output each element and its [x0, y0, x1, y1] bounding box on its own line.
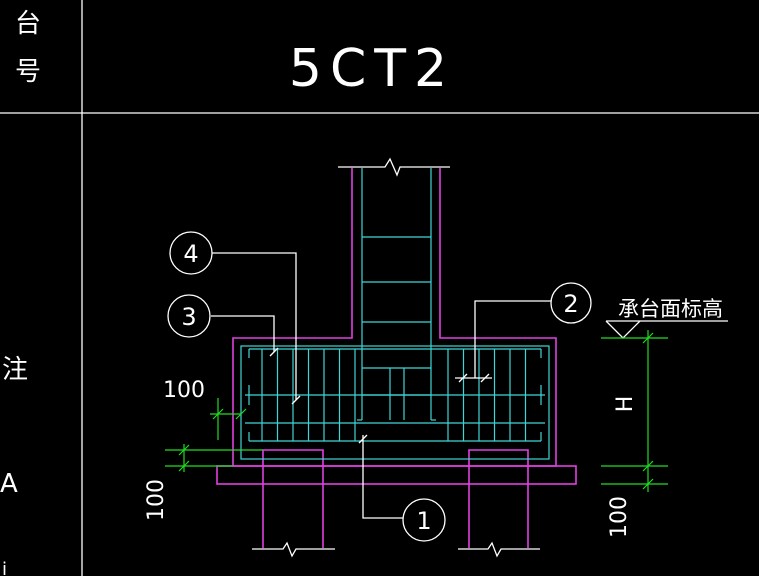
callout-4: 4: [169, 231, 213, 275]
left-char-2: 号: [15, 57, 41, 87]
elevation-label: 承台面标高: [618, 297, 723, 321]
callout-3-label: 3: [181, 303, 196, 331]
dimension-cover-100: 100: [163, 378, 205, 403]
callout-2: 2: [550, 282, 592, 324]
elevation-mark: 承台面标高: [605, 297, 728, 339]
drawing-title: 5CT2: [289, 39, 455, 99]
callout-3: 3: [167, 294, 211, 338]
left-fragment-3: i: [2, 559, 7, 576]
height-symbol: H: [613, 396, 638, 413]
column-break-top: [338, 157, 450, 177]
left-fragment-1: 注: [2, 355, 28, 385]
left-char-1: 台: [15, 9, 41, 39]
dimension-right-100: 100: [607, 496, 632, 538]
callout-2-label: 2: [563, 290, 578, 318]
pile-breaks: [252, 541, 540, 558]
leaders: [211, 252, 551, 519]
callout-1-label: 1: [416, 507, 431, 535]
dimension-lines: [165, 330, 668, 492]
left-fragment-2: A: [0, 469, 18, 499]
cap-outline: [216, 168, 577, 548]
column-rebar: [357, 168, 436, 421]
cap-rebar: [240, 345, 550, 460]
callout-4-label: 4: [183, 240, 198, 268]
callout-1: 1: [402, 498, 446, 542]
dimension-left-100: 100: [144, 479, 169, 521]
